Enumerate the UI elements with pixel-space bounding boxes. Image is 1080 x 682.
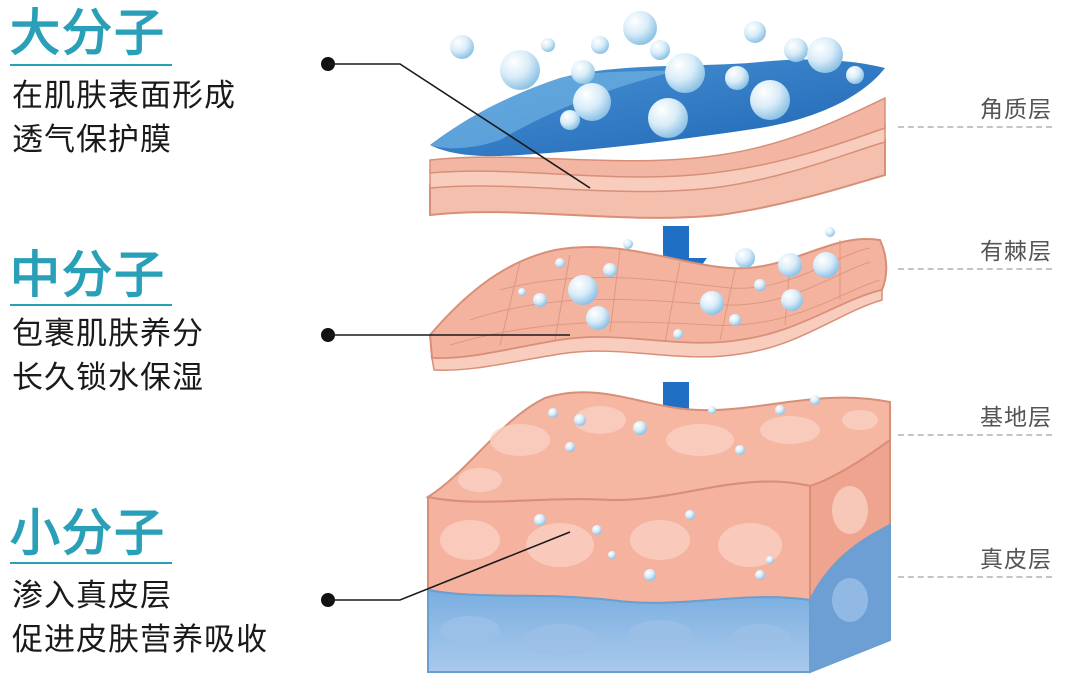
layer-label-stratum-corneum: 角质层 — [980, 97, 1052, 123]
small-molecule-desc: 渗入真皮层 促进皮肤营养吸收 — [12, 574, 268, 662]
layer-divider — [898, 126, 1052, 128]
layer-label-spinous: 有棘层 — [980, 239, 1052, 265]
desc-line: 长久锁水保湿 — [12, 360, 204, 396]
title-underline — [10, 64, 172, 66]
layer-divider — [898, 434, 1052, 436]
layer-label-dermis: 真皮层 — [980, 547, 1052, 573]
skin-block — [425, 391, 891, 674]
desc-line: 促进皮肤营养吸收 — [12, 622, 268, 658]
title-underline — [10, 562, 172, 564]
layer-label-basal: 基地层 — [980, 405, 1052, 431]
desc-line: 透气保护膜 — [12, 122, 172, 158]
layer-divider — [898, 576, 1052, 578]
desc-line: 在肌肤表面形成 — [12, 78, 236, 114]
medium-molecule-title: 中分子 — [10, 246, 166, 304]
desc-line: 包裹肌肤养分 — [12, 316, 204, 352]
layer-divider — [898, 268, 1052, 270]
small-molecule-title: 小分子 — [10, 504, 166, 562]
stratum-corneum-layer — [429, 11, 886, 219]
large-molecule-desc: 在肌肤表面形成 透气保护膜 — [12, 74, 236, 162]
title-underline — [10, 304, 172, 306]
pointer-lines — [321, 57, 591, 607]
large-molecule-title: 大分子 — [10, 4, 166, 62]
desc-line: 渗入真皮层 — [12, 578, 172, 614]
spinous-layer — [428, 227, 888, 372]
medium-molecule-desc: 包裹肌肤养分 长久锁水保湿 — [12, 312, 204, 400]
